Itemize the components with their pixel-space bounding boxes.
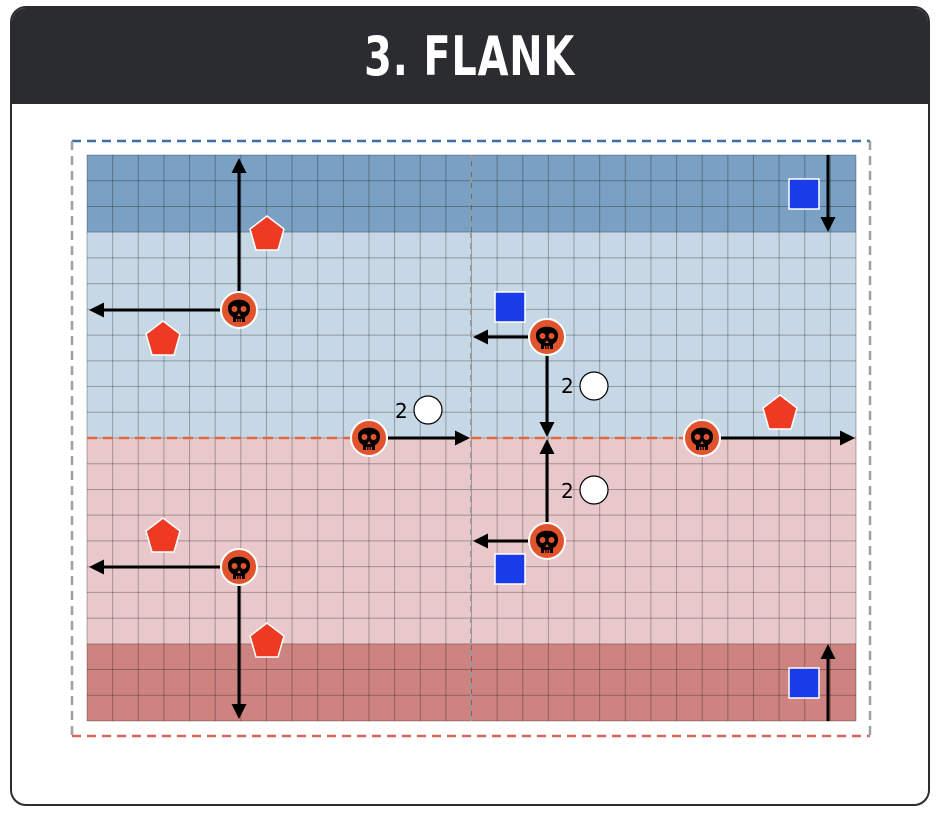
blue-unit-square: [788, 667, 820, 699]
distance-label: 2: [395, 399, 408, 423]
skull-icon: [350, 419, 388, 457]
distance-token: [413, 395, 443, 425]
skull-icon: [220, 291, 258, 329]
movement-arrows: [89, 155, 855, 721]
distance-label: 2: [561, 374, 574, 398]
distance-token: [579, 371, 609, 401]
blue-unit-square: [494, 553, 526, 585]
mission-title: 3. FLANK: [364, 24, 576, 88]
distance-token: [579, 475, 609, 505]
skull-icon: [683, 419, 721, 457]
skull-icon: [220, 548, 258, 586]
skull-icon: [528, 522, 566, 560]
blue-unit-square: [494, 291, 526, 323]
skull-icon: [528, 318, 566, 356]
distance-label: 2: [561, 479, 574, 503]
card-header: 3. FLANK: [12, 8, 928, 104]
blue-unit-square: [788, 178, 820, 210]
